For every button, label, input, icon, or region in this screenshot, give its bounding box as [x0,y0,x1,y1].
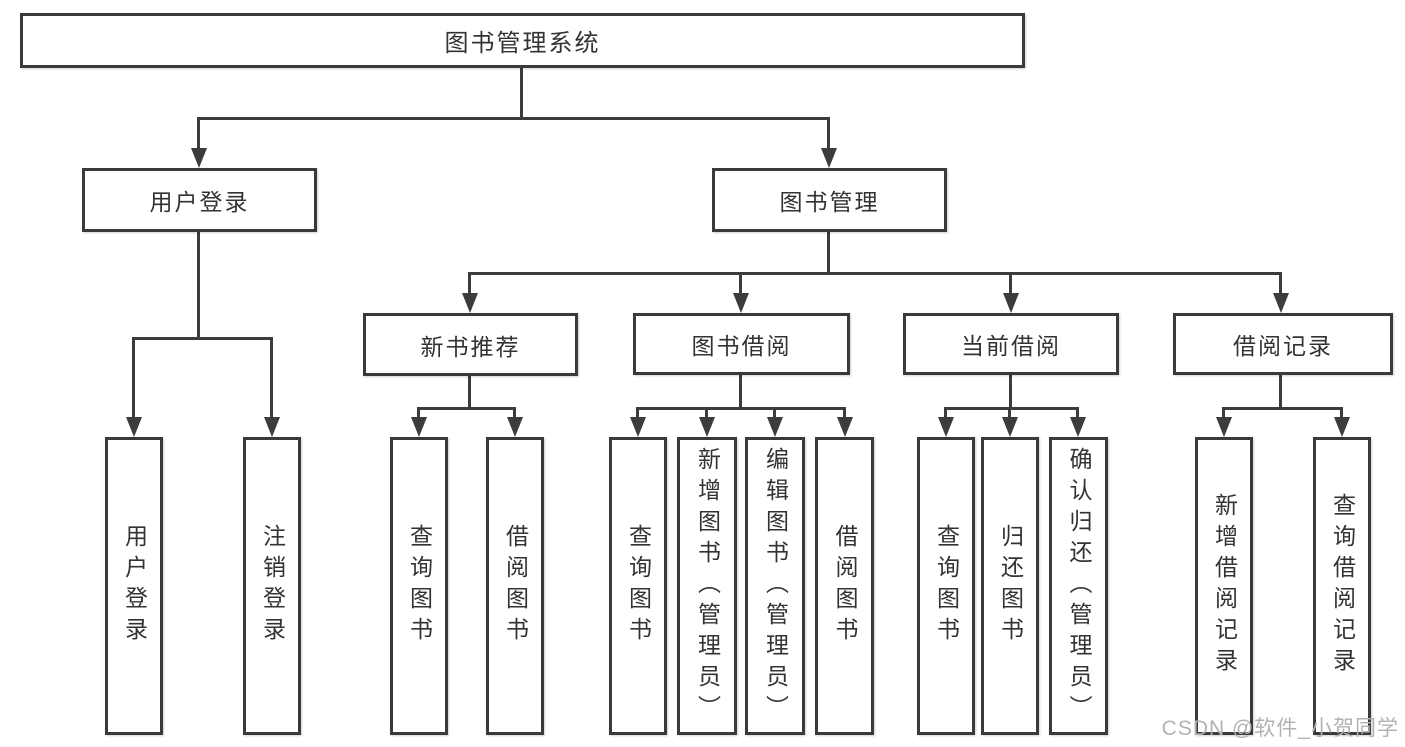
connector-current-drop [1009,272,1012,295]
leaf-borrow-books-2: 借阅图书 [815,437,874,735]
leaf-label: 借阅图书 [832,524,858,648]
arrowhead-icon [630,417,646,437]
leaf-label: 查询借阅记录 [1329,493,1356,679]
node-label: 新书推荐 [420,333,521,360]
arrowhead-icon [767,417,783,437]
arrowhead-icon [264,417,280,437]
leaf-label: 注销登录 [259,524,286,648]
connector-leaf-drop [843,407,846,420]
node-label: 借阅记录 [1233,333,1333,359]
connector-leaf-drop [513,407,516,420]
connector-records-drop [1279,272,1282,295]
arrowhead-icon [1273,293,1289,313]
connector-new-rec-leaves-split [417,407,516,410]
leaf-user-login: 用户登录 [105,437,163,735]
arrowhead-icon [1070,417,1086,437]
leaf-label: 借阅图书 [502,524,529,648]
node-label: 图书借阅 [691,333,792,359]
connector-user-leaves-split [132,337,273,340]
connector-records-stem [1279,375,1282,410]
connector-records-leaves-split [1222,407,1343,410]
connector-root-stem [520,67,523,120]
leaf-label: 新增借阅记录 [1211,493,1238,679]
connector-user-login-stem [197,230,200,340]
connector-leaf-drop [1340,407,1343,420]
connector-borrow-drop [739,272,742,295]
arrowhead-icon [837,417,853,437]
leaf-label: 查询图书 [625,524,652,648]
leaf-add-borrow-record: 新增借阅记录 [1195,437,1253,735]
node-user-login: 用户登录 [82,168,317,232]
node-book-management: 图书管理 [712,168,947,232]
leaf-label: 用户登录 [121,524,148,648]
leaf-query-borrow-record: 查询借阅记录 [1313,437,1371,735]
connector-leaf-drop [270,337,273,419]
arrowhead-icon [1003,293,1019,313]
node-label: 图书管理系统 [444,30,601,57]
connector-leaf-drop [132,337,135,419]
leaf-label: 归还图书 [997,524,1024,648]
leaf-label: 新增图书（管理员） [694,446,721,726]
connector-new-rec-stem [468,375,471,410]
leaf-query-books-1: 查询图书 [390,437,448,735]
connector-book-mgmt-drop [827,117,830,150]
connector-current-stem [1009,375,1012,410]
leaf-return-book: 归还图书 [981,437,1039,735]
connector-leaf-drop [1076,407,1079,420]
connector-leaf-drop [1222,407,1225,420]
arrowhead-icon [821,148,837,168]
connector-leaf-drop [1008,407,1011,420]
arrowhead-icon [126,417,142,437]
connector-user-login-drop [197,117,200,150]
node-book-borrowing: 图书借阅 [633,313,850,375]
arrowhead-icon [462,293,478,313]
node-current-borrowing: 当前借阅 [903,313,1119,375]
connector-book-mgmt-stem [827,230,830,275]
node-library-management-system: 图书管理系统 [20,13,1025,68]
connector-new-rec-drop [468,272,471,295]
leaf-query-books-3: 查询图书 [917,437,975,735]
connector-level2-split [197,117,830,120]
connector-leaf-drop [773,407,776,420]
connector-leaf-drop [417,407,420,420]
leaf-label: 编辑图书（管理员） [762,446,789,726]
leaf-label: 查询图书 [933,524,960,648]
connector-leaf-drop [705,407,708,420]
leaf-logout: 注销登录 [243,437,301,735]
leaf-add-book-admin: 新增图书（管理员） [677,437,737,735]
connector-leaf-drop [636,407,639,420]
leaf-label: 查询图书 [406,524,433,648]
arrowhead-icon [191,148,207,168]
leaf-query-books-2: 查询图书 [609,437,667,735]
arrowhead-icon [699,417,715,437]
arrowhead-icon [733,293,749,313]
arrowhead-icon [411,417,427,437]
leaf-borrow-books-1: 借阅图书 [486,437,544,735]
node-new-book-recommend: 新书推荐 [363,313,578,376]
leaf-confirm-return-admin: 确认归还（管理员） [1049,437,1108,735]
connector-leaf-drop [944,407,947,420]
leaf-label: 确认归还（管理员） [1066,446,1092,726]
node-label: 图书管理 [779,189,880,215]
arrowhead-icon [507,417,523,437]
arrowhead-icon [938,417,954,437]
leaf-edit-book-admin: 编辑图书（管理员） [745,437,805,735]
connector-borrow-leaves-split [636,407,846,410]
node-label: 当前借阅 [961,333,1061,359]
connector-level3-split [468,272,1282,275]
node-borrowing-records: 借阅记录 [1173,313,1393,375]
arrowhead-icon [1002,417,1018,437]
arrowhead-icon [1216,417,1232,437]
watermark: CSDN @软件_小贺同学 [1161,717,1399,740]
node-label: 用户登录 [149,189,250,215]
connector-borrow-stem [739,375,742,410]
connector-current-leaves-split [944,407,1079,410]
arrowhead-icon [1334,417,1350,437]
